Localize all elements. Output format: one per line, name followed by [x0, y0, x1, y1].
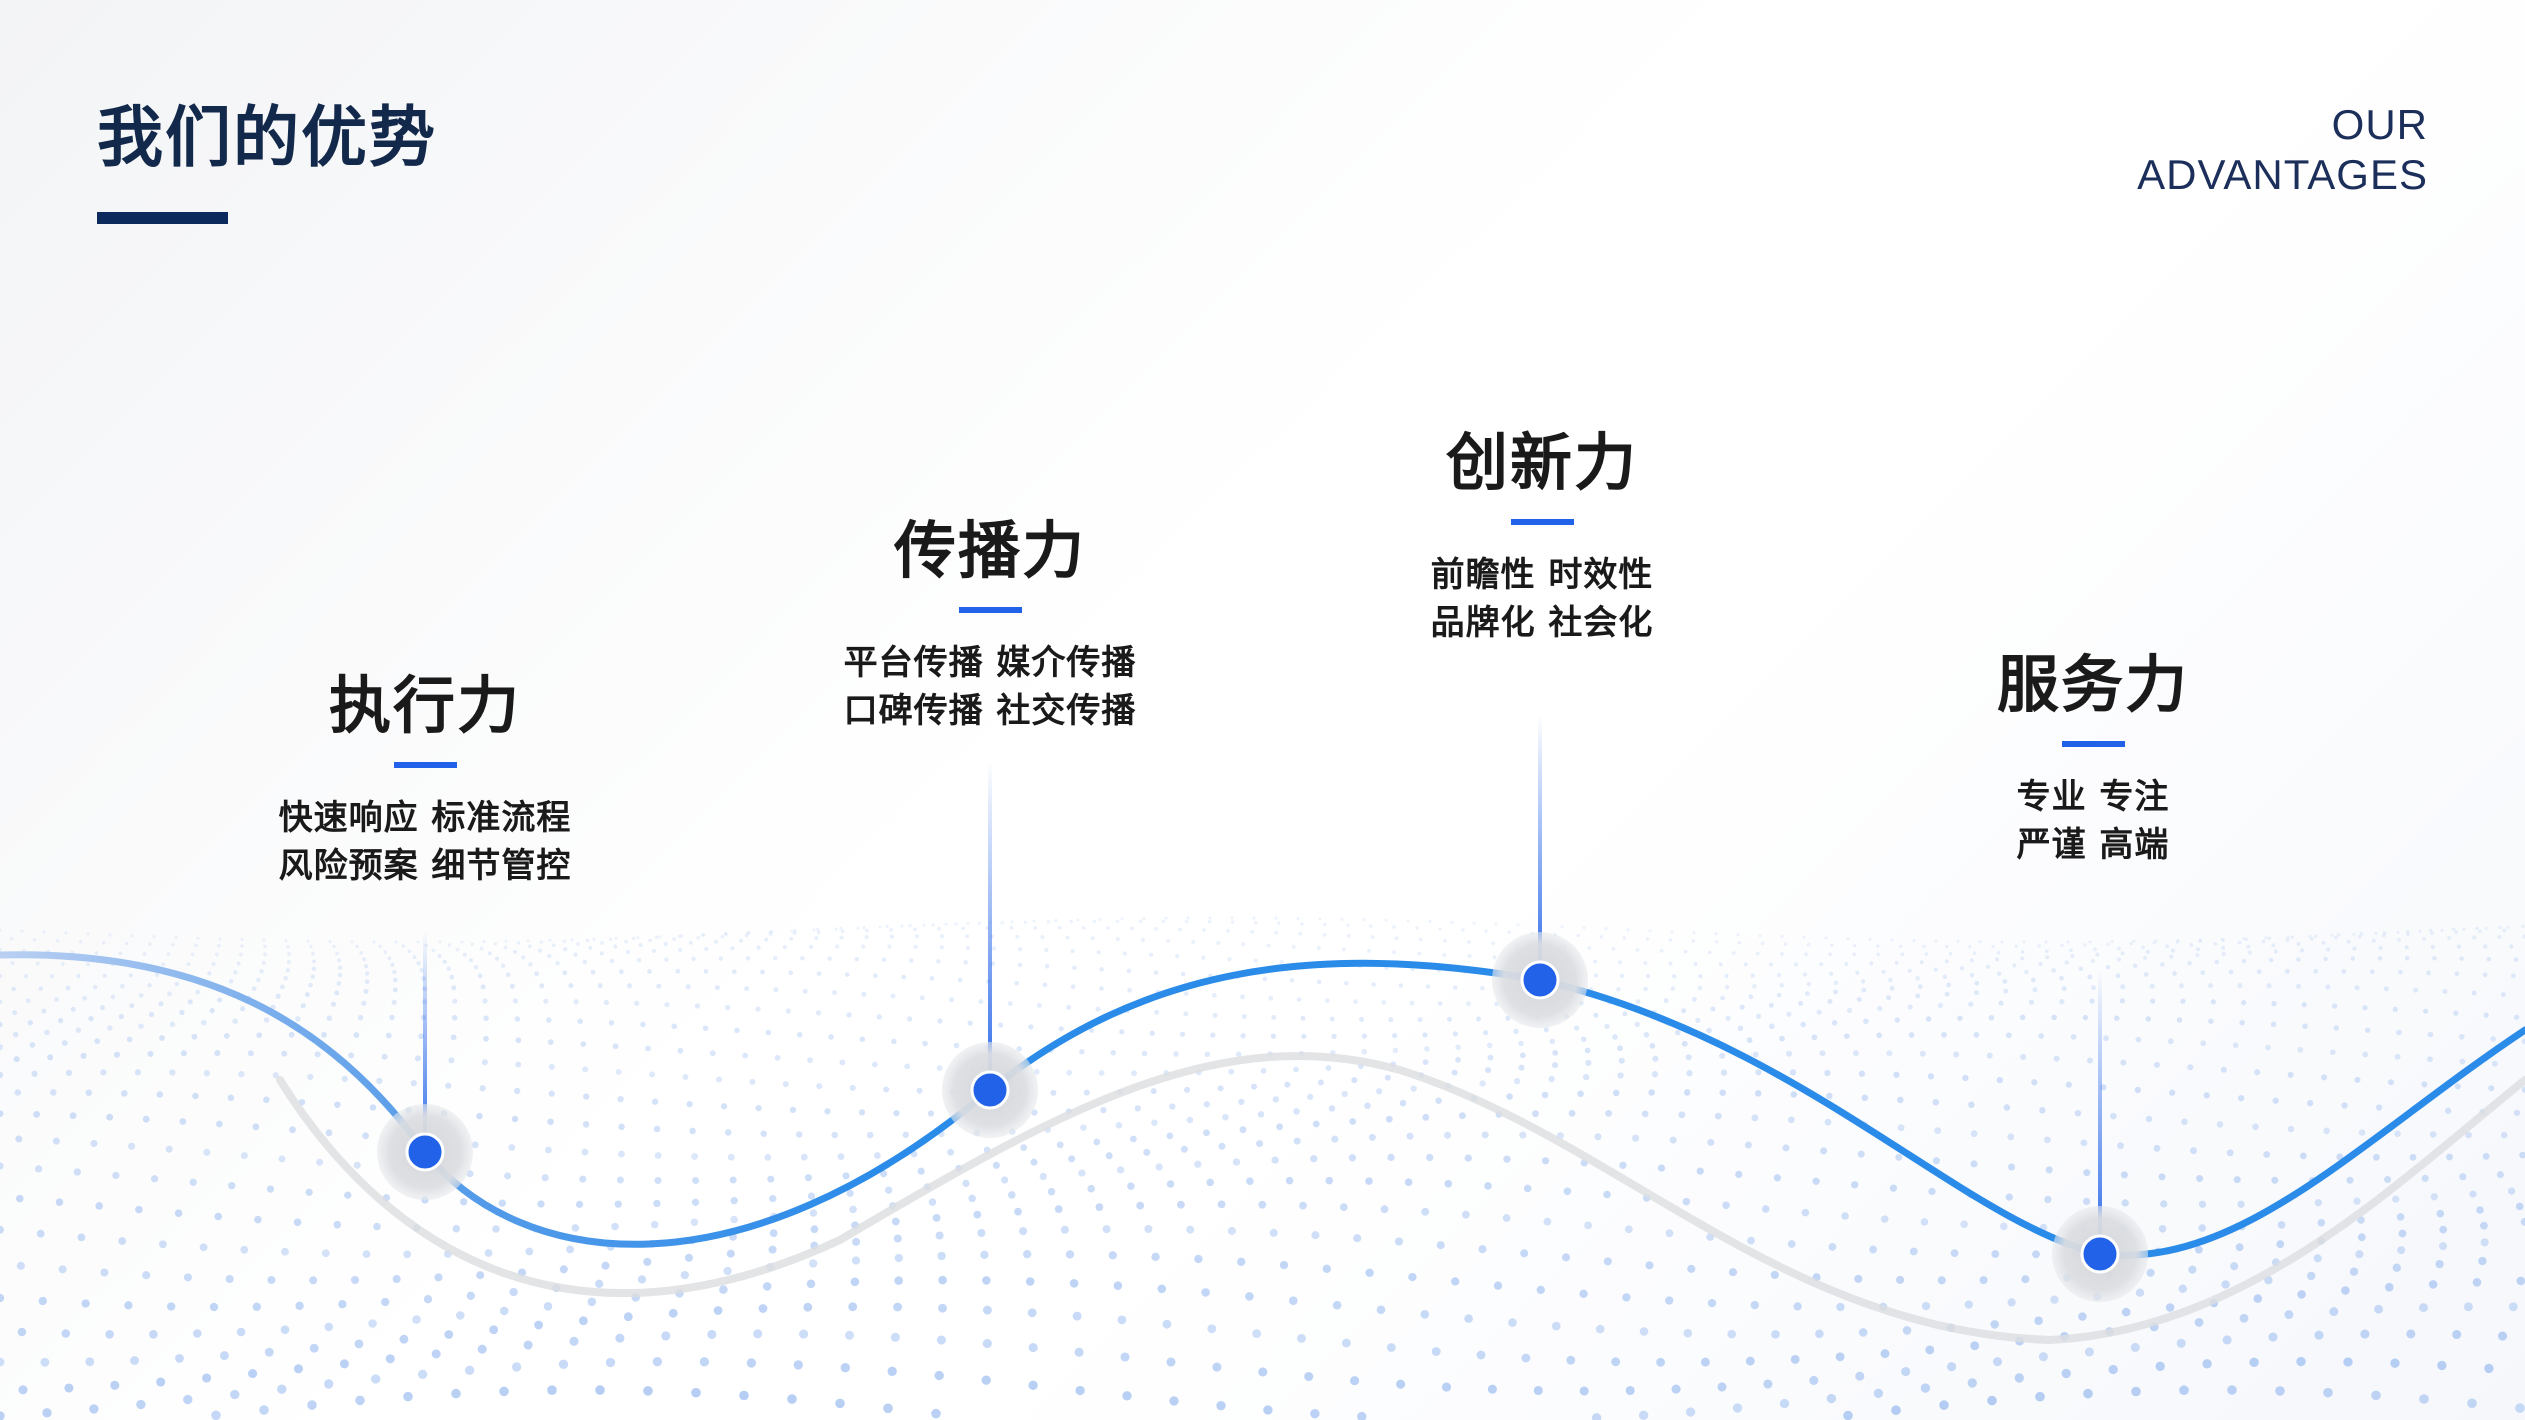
shadow-wave [276, 1051, 2525, 1345]
advantage-line-1: 前瞻性 时效性 [1430, 555, 1654, 595]
advantage-line-2: 口碑传播 社交传播 [843, 691, 1137, 731]
advantage-card-innovation: 创新力 前瞻性 时效性 品牌化 社会化 [1302, 432, 1782, 647]
marker-1 [377, 1104, 473, 1200]
advantage-title-bar [958, 607, 1022, 613]
marker-4 [2052, 1206, 2148, 1302]
marker-2 [942, 1042, 1038, 1138]
advantage-card-communication: 传播力 平台传播 媒介传播 口碑传播 社交传播 [750, 520, 1230, 735]
main-wave [0, 951, 2525, 1259]
title-underline [97, 212, 228, 224]
advantage-line-1: 平台传播 媒介传播 [843, 643, 1137, 683]
advantage-card-execution: 执行力 快速响应 标准流程 风险预案 细节管控 [185, 675, 665, 890]
advantage-title: 执行力 [328, 669, 521, 742]
english-subtitle: OUR ADVANTAGES [2137, 100, 2428, 200]
advantage-title-bar [1510, 519, 1574, 525]
advantage-card-service: 服务力 专业 专注 严谨 高端 [1853, 654, 2333, 869]
advantage-line-1: 快速响应 标准流程 [278, 798, 572, 838]
advantage-line-2: 品牌化 社会化 [1430, 603, 1654, 643]
advantage-title-bar [2061, 741, 2125, 747]
advantage-line-1: 专业 专注 [2016, 777, 2170, 817]
stem-4 [2098, 970, 2102, 1254]
dot-field [0, 916, 2525, 1420]
advantage-title: 创新力 [1445, 426, 1638, 499]
stem-3 [1538, 715, 1542, 980]
stem-1 [423, 930, 427, 1152]
stem-2 [988, 760, 992, 1090]
english-subtitle-line-1: OUR [2331, 101, 2428, 148]
marker-3 [1492, 932, 1588, 1028]
advantage-title: 传播力 [893, 514, 1086, 587]
advantage-title: 服务力 [1996, 648, 2189, 721]
advantage-title-bar [393, 762, 457, 768]
page-title: 我们的优势 [97, 99, 437, 176]
advantage-line-2: 严谨 高端 [2016, 825, 2170, 865]
advantage-line-2: 风险预案 细节管控 [278, 846, 572, 886]
english-subtitle-line-2: ADVANTAGES [2137, 151, 2428, 198]
